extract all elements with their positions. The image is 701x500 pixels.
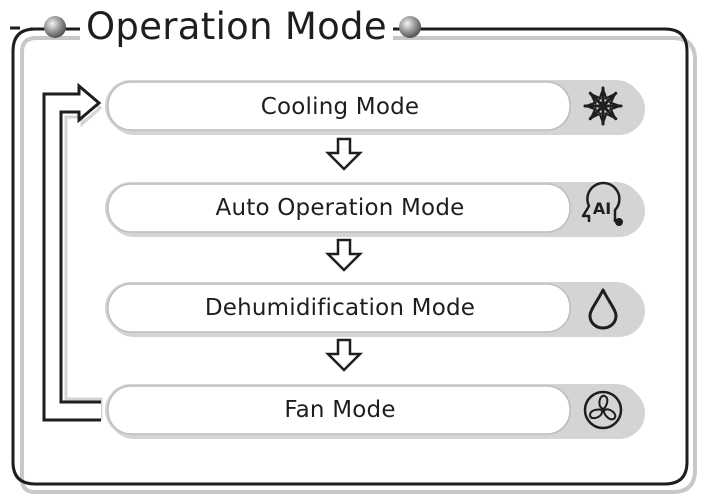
title-ball-left — [44, 16, 66, 38]
fan-icon — [583, 390, 623, 430]
pill-body — [107, 385, 571, 435]
page-title: Operation Mode — [80, 2, 393, 52]
water-drop-icon — [588, 288, 618, 330]
mode-label-dehumidification: Dehumidification Mode — [204, 295, 476, 321]
title-ball-right — [399, 16, 421, 38]
mode-pills: AI — [105, 80, 645, 439]
flow-arrows — [324, 137, 364, 372]
snowflake-icon — [583, 86, 623, 126]
mode-label-auto-operation: Auto Operation Mode — [215, 195, 465, 221]
mode-pill-fan — [105, 384, 645, 439]
mode-label-cooling: Cooling Mode — [260, 94, 420, 120]
outer-frame — [11, 27, 689, 486]
frame-shadow — [20, 36, 697, 494]
down-arrow-3 — [324, 338, 364, 372]
down-arrow-1 — [324, 137, 364, 171]
pill-body — [107, 81, 571, 131]
mode-pill-auto-operation — [105, 182, 645, 237]
mode-pill-cooling — [105, 80, 645, 135]
mode-pill-dehumidification — [105, 282, 645, 337]
svg-text:AI: AI — [593, 199, 611, 218]
down-arrow-2 — [324, 238, 364, 272]
return-arrow — [42, 82, 102, 422]
pill-body — [107, 183, 571, 233]
ai-head-icon: AI — [581, 181, 623, 226]
pill-body — [107, 283, 571, 333]
mode-label-fan: Fan Mode — [284, 397, 396, 423]
